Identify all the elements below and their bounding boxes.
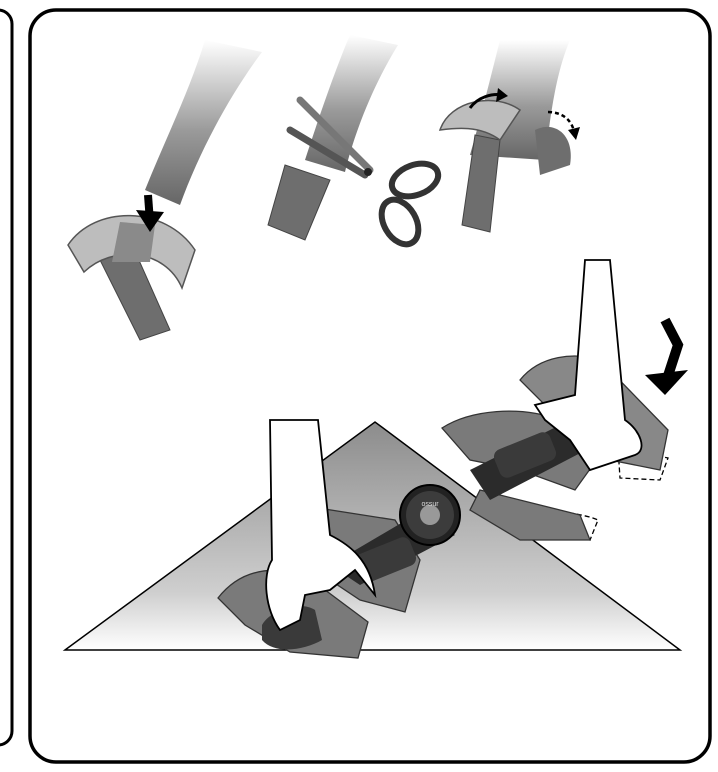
dial-brand-text: ossur [421, 501, 439, 508]
previous-panel-edge [0, 10, 12, 745]
